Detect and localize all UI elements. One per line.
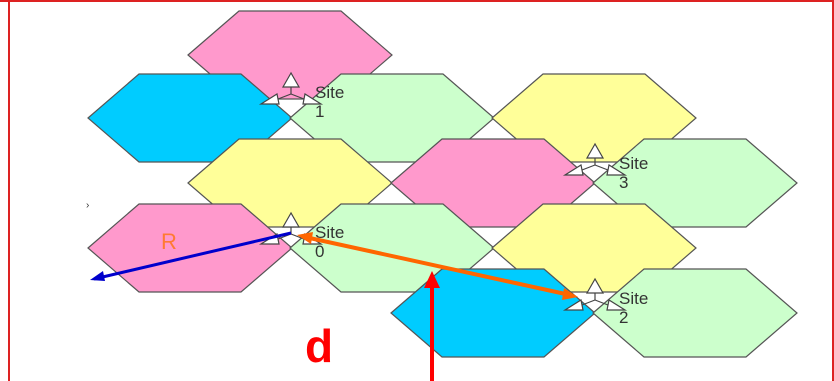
- pointer-arrowhead: [424, 271, 440, 288]
- distance-label: d: [305, 320, 333, 372]
- radius-line: [93, 231, 292, 281]
- distance-arrowhead-end: [562, 288, 578, 300]
- site-label: Site: [619, 154, 648, 173]
- radius-indicator: R: [90, 229, 292, 281]
- radius-arrowhead: [90, 271, 105, 281]
- sector-stem: [594, 164, 609, 171]
- cells-layer: [87, 10, 798, 358]
- distance-indicator: d: [297, 232, 578, 381]
- site-number: 2: [619, 308, 628, 327]
- hex-cell-green: [592, 268, 798, 358]
- sector-stem: [290, 93, 305, 100]
- radius-label: R: [161, 229, 177, 254]
- site-label: Site: [315, 83, 344, 102]
- site-label: Site: [315, 223, 344, 242]
- sector-stem: [594, 299, 609, 306]
- edge-mark: ›: [86, 200, 89, 211]
- sector-stem: [581, 164, 596, 171]
- site-label: Site: [619, 289, 648, 308]
- distance-arrowhead-start: [297, 232, 313, 244]
- site-number: 3: [619, 173, 628, 192]
- sector-stem: [581, 299, 596, 306]
- sector-stem: [290, 233, 305, 240]
- site-number: 1: [315, 102, 324, 121]
- sector-stem: [277, 93, 292, 100]
- distance-line: [304, 235, 571, 297]
- site-number: 0: [315, 242, 324, 261]
